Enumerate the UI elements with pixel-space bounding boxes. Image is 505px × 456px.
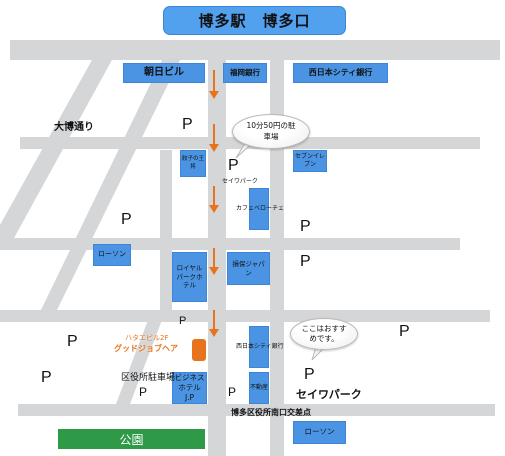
royal-park-hotel: ロイヤルパークホテル <box>172 252 207 302</box>
real-estate: 不動産 <box>249 372 269 404</box>
seiwa-park-label: セイワパーク <box>296 388 362 401</box>
parking-4: P <box>300 218 311 235</box>
parking-6: P <box>179 315 187 327</box>
parking-5: P <box>300 253 311 270</box>
intersection-label: 博多区役所南口交差点 <box>231 408 311 417</box>
seiwa-park-small-label: セイワパーク <box>222 178 258 185</box>
lawson-bottom: ローソン <box>293 421 346 444</box>
station-title-banner: 博多駅 博多口 <box>163 6 346 35</box>
parking-10: P <box>41 369 52 386</box>
seven-eleven: セブンイレブン <box>293 150 327 172</box>
sompo-japan: 損保ジャパン <box>227 252 270 285</box>
nishinippon-city-bank-low: 西日本シティ銀行 <box>236 326 284 368</box>
road-h-4 <box>18 404 495 416</box>
destination-marker <box>192 339 206 361</box>
parking-8: P <box>67 333 78 350</box>
good-job-hair-label: グッドジョブヘア <box>114 344 178 353</box>
parking-7: P <box>399 323 410 340</box>
parking-12: P <box>228 385 237 399</box>
station-title: 博多駅 博多口 <box>198 12 311 30</box>
parking-3: P <box>121 211 132 228</box>
parking-rate-bubble: 10分50円の駐車場 <box>232 114 310 149</box>
gyoza-no-ohsho: 餃子の王将 <box>180 150 206 177</box>
hatae-building-label: ハタエビル2F <box>125 334 169 342</box>
park: 公園 <box>58 429 205 449</box>
park-label: 公園 <box>119 432 144 447</box>
fukuoka-bank: 福岡銀行 <box>223 63 267 83</box>
road-main-vertical <box>208 60 226 456</box>
lawson-left: ローソン <box>93 244 131 266</box>
parking-1: P <box>182 116 193 133</box>
parking-9: P <box>304 366 315 383</box>
road-v-right <box>270 60 284 456</box>
parking-11: P <box>139 385 148 399</box>
asahi-building: 朝日ビル <box>123 63 205 83</box>
road-top <box>10 40 500 60</box>
business-hotel-jp: ビジネスホテルJ.P <box>172 372 207 404</box>
nishinippon-city-bank-top: 西日本シティ銀行 <box>293 63 388 83</box>
city-office-parking-label: 区役所駐車場 <box>121 373 176 383</box>
road-v-left <box>160 150 172 320</box>
road-h-3 <box>0 310 490 322</box>
daihaku-street-label: 大博通り <box>54 122 94 133</box>
parking-2: P <box>228 157 239 174</box>
cafe-veloce: カフェベローチェ <box>236 188 284 230</box>
recommended-bubble: ここはおすすめです。 <box>290 318 358 350</box>
